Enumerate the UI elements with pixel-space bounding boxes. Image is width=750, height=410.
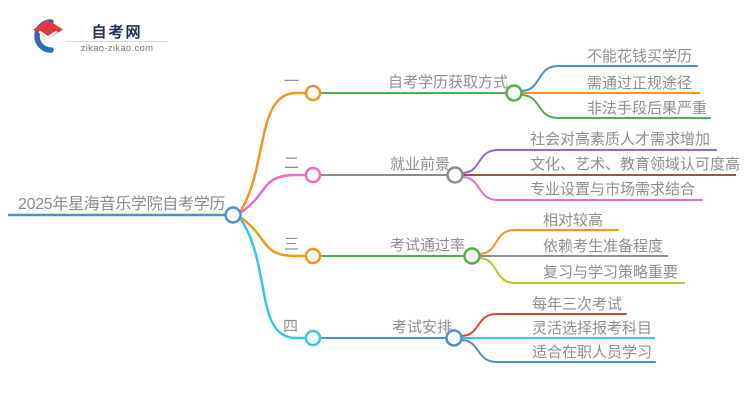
site-logo[interactable]: 自考网 zikao-zikao.com [24,14,174,58]
branch3-numeral: 三 [284,236,300,253]
branch2-child3-label: 专业设置与市场需求结合 [530,181,696,198]
branch2-child1-line [461,149,717,174]
branch3-numeral-circle [304,247,322,265]
branch3-child3-line [478,257,685,284]
branch4-child1-label: 每年三次考试 [532,296,623,313]
branch4-child3-label: 适合在职人员学习 [532,344,653,361]
branch1-node-circle [505,84,523,102]
branch3-child2-label: 依赖考生准备程度 [543,238,664,255]
branch1-child1-line [520,65,698,92]
branch3-child3-label: 复习与学习策略重要 [543,264,679,281]
branch4-curve [238,216,308,340]
logo-cap-band [38,30,58,39]
branch2-curve [238,173,308,215]
branch4-label: 考试安排 [392,319,453,336]
branch1-child1-label: 不能花钱买学历 [587,48,693,65]
root-node-circle [224,206,242,224]
branch1-numeral-circle [304,84,322,102]
graduation-cap-icon [33,19,63,53]
branch4-child3-line [460,339,656,363]
branch4-node-circle [445,329,463,347]
branch4-child1-line [460,313,627,337]
branch2-numeral: 二 [284,155,300,172]
branch2-label: 就业前景 [390,156,451,173]
branch4-numeral: 四 [283,318,299,335]
branch4-child2-label: 灵活选择报考科目 [532,320,653,337]
branch4-numeral-circle [304,329,322,347]
branch2-child1-label: 社会对高素质人才需求增加 [530,131,711,148]
branch3-node-circle [463,247,481,265]
branch1-label: 自考学历获取方式 [388,74,509,91]
branch2-child2-label: 文化、艺术、教育领域认可度高 [530,156,741,173]
branch3-child1-label: 相对较高 [543,212,604,229]
branch2-child3-line [461,176,703,201]
branch1-child3-line [520,94,711,119]
branch3-child1-line [478,229,619,255]
logo-domain: zikao-zikao.com [80,43,154,54]
branch1-numeral: 一 [284,73,300,90]
branch1-child3-label: 非法手段后果严重 [587,100,708,117]
root-node-label: 2025年星海音乐学院自考学历 [18,196,226,213]
logo-cap-top [33,20,63,39]
branch2-numeral-circle [304,166,322,184]
branch3-label: 考试通过率 [390,237,466,254]
branch3-curve [238,215,308,258]
branch2-node-circle [446,166,464,184]
logo-title: 自考网 [91,24,143,41]
logo-divider [66,41,168,42]
branch1-child2-label: 需通过正规途径 [587,75,693,92]
branch1-curve [238,91,308,214]
